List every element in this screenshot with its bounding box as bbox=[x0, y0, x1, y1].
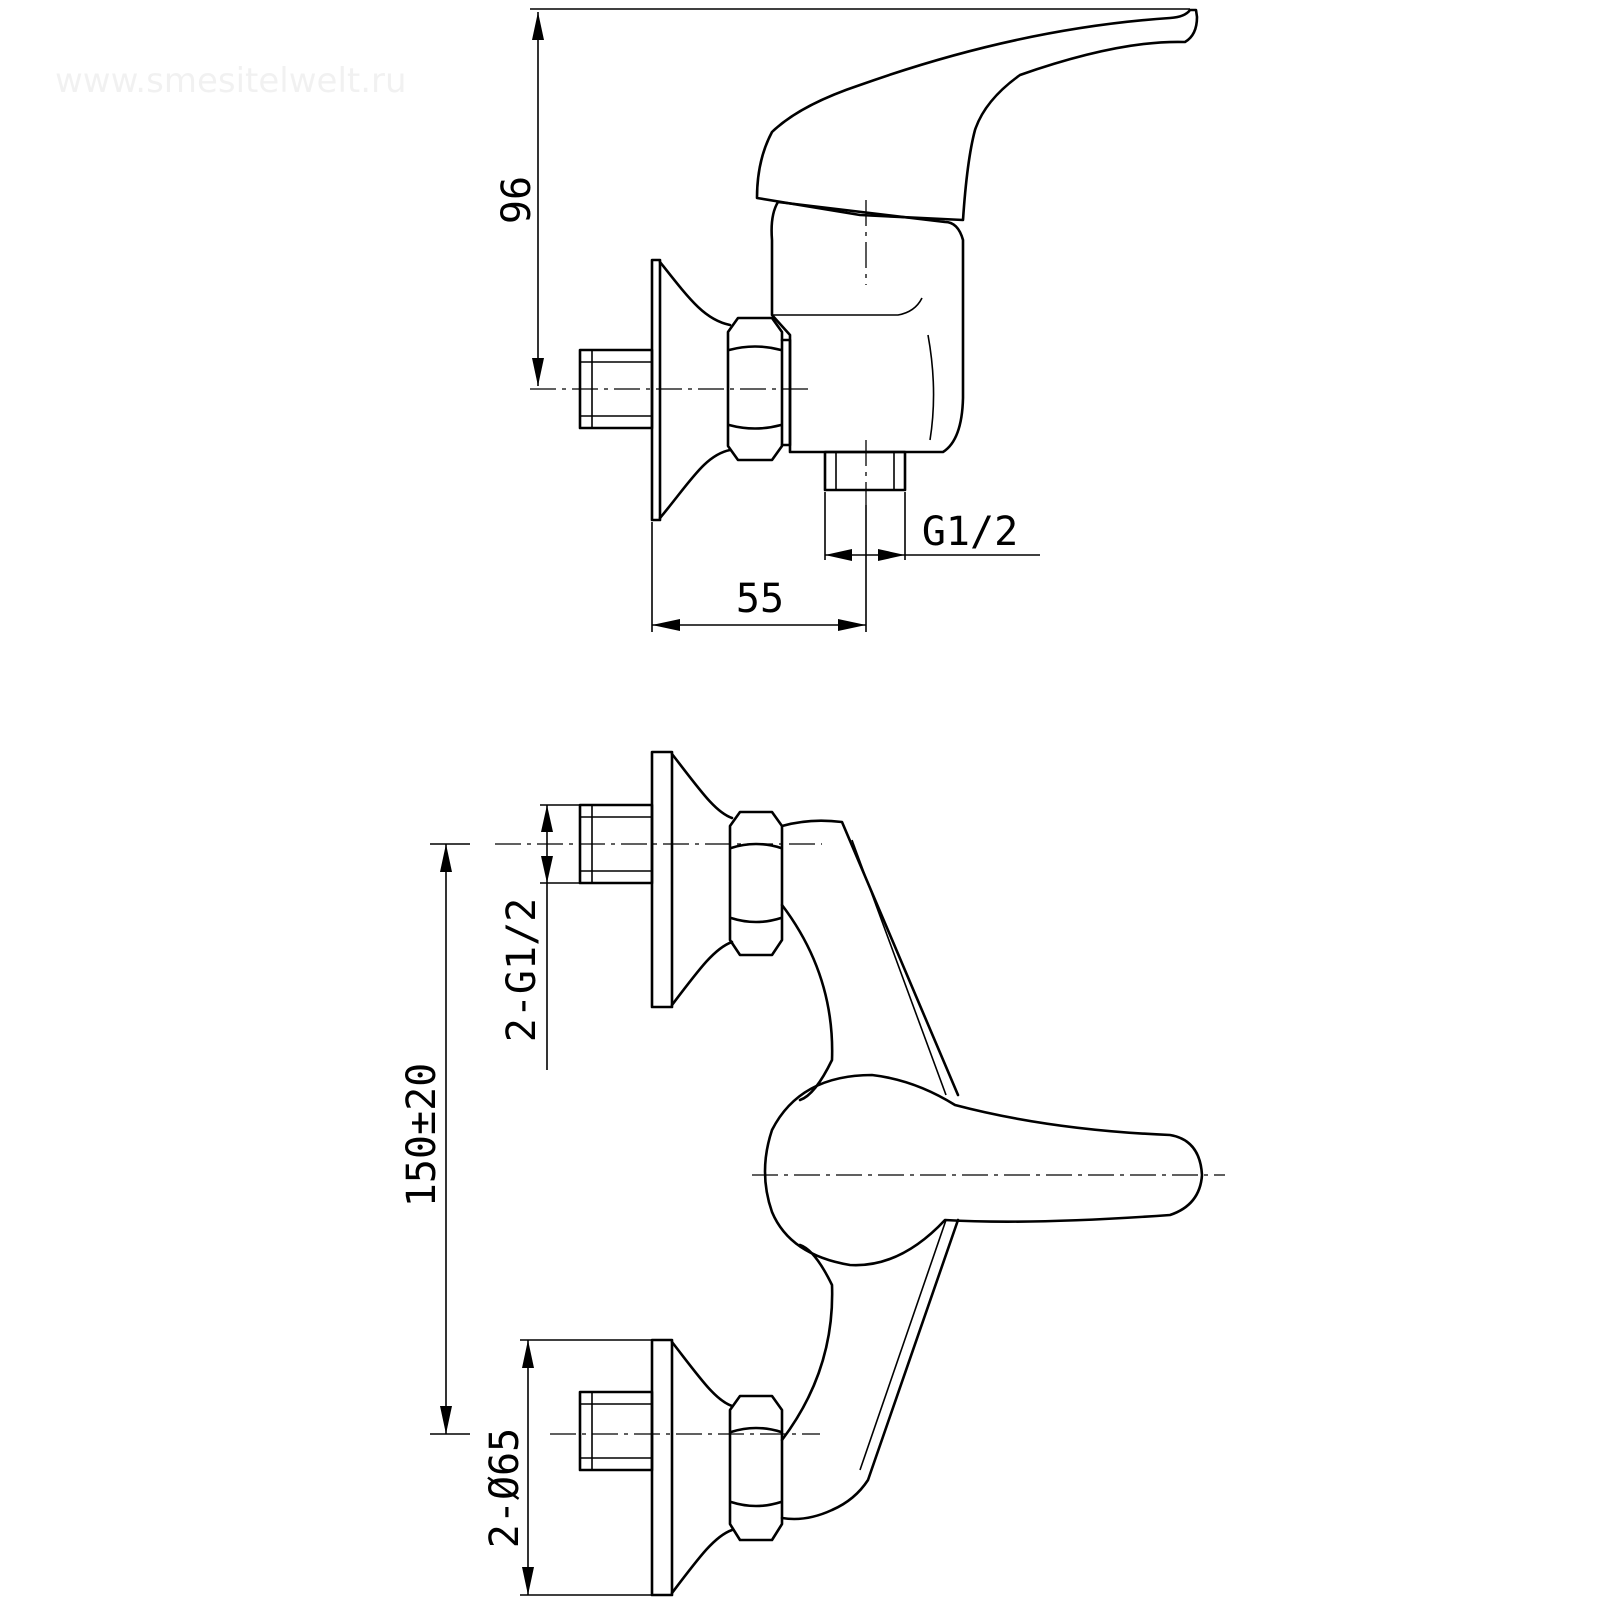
front-view bbox=[495, 750, 1225, 1597]
front-body bbox=[780, 819, 960, 1521]
dimension-height: 96 bbox=[494, 8, 1190, 386]
side-body bbox=[770, 200, 965, 454]
front-lower-rosette bbox=[650, 1338, 734, 1597]
front-lower-hex-nut bbox=[728, 1394, 784, 1542]
front-upper-rosette bbox=[650, 750, 734, 1009]
side-view bbox=[530, 8, 1199, 522]
side-lever bbox=[755, 8, 1199, 222]
inlet-thread-label: 2-G1/2 bbox=[499, 898, 545, 1043]
dimension-center-distance: 150±20 bbox=[399, 843, 470, 1435]
front-lever bbox=[763, 1073, 1204, 1267]
side-wall-rosette bbox=[650, 258, 732, 522]
rosette-diameter-label: 2-Ø65 bbox=[482, 1428, 528, 1548]
side-outlet bbox=[823, 450, 907, 492]
height-label: 96 bbox=[494, 176, 540, 224]
front-upper-hex-nut bbox=[728, 810, 784, 957]
front-lower-inlet-pipe bbox=[578, 1390, 654, 1472]
dimension-outlet-thread: G1/2 bbox=[824, 492, 1040, 561]
watermark: www.smesitelwelt.ru bbox=[55, 61, 407, 101]
depth-label: 55 bbox=[736, 576, 784, 622]
dimension-rosette-diameter: 2-Ø65 bbox=[482, 1339, 652, 1596]
dimension-depth: 55 bbox=[651, 505, 867, 632]
outlet-thread-label: G1/2 bbox=[922, 509, 1018, 555]
center-distance-label: 150±20 bbox=[399, 1063, 445, 1208]
dimension-inlet-thread: 2-G1/2 bbox=[499, 804, 580, 1070]
